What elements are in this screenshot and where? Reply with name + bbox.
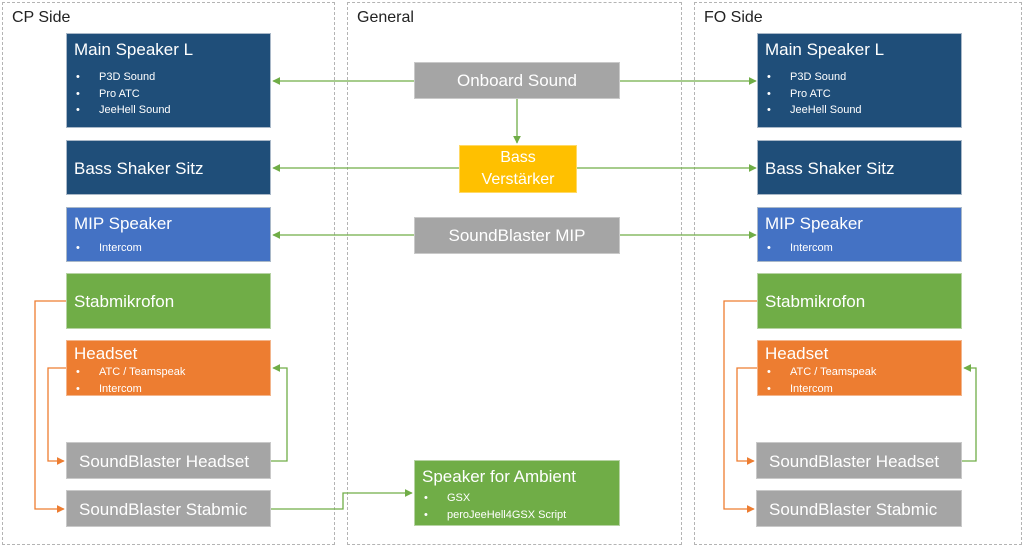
fo-main-speaker-list: P3D Sound Pro ATC JeeHell Sound (765, 69, 862, 119)
fo-mip-speaker-item: Intercom (765, 240, 833, 257)
cp-sb-stabmic-box: SoundBlaster Stabmic (66, 490, 271, 527)
fo-headset-item: Intercom (765, 381, 876, 398)
soundblaster-mip-title: SoundBlaster MIP (448, 225, 586, 245)
general-title: General (357, 9, 414, 26)
cp-mip-speaker-box: MIP Speaker Intercom (66, 207, 271, 262)
fo-mip-speaker-title: MIP Speaker (765, 214, 863, 233)
cp-stabmikrofon-title: Stabmikrofon (74, 292, 175, 311)
fo-main-speaker-item: P3D Sound (765, 69, 862, 86)
onboard-sound-title: Onboard Sound (456, 70, 578, 90)
ambient-speaker-box: Speaker for Ambient GSX peroJeeHell4GSX … (414, 460, 620, 526)
ambient-speaker-item: peroJeeHell4GSX Script (422, 507, 566, 524)
soundblaster-mip-box: SoundBlaster MIP (414, 217, 620, 254)
cp-side-title: CP Side (12, 9, 71, 26)
cp-headset-item: Intercom (74, 381, 185, 398)
cp-headset-list: ATC / Teamspeak Intercom (74, 364, 185, 397)
fo-stabmikrofon-box: Stabmikrofon (757, 273, 962, 329)
general-section (347, 2, 682, 545)
fo-side-title: FO Side (704, 9, 763, 26)
fo-sb-headset-box: SoundBlaster Headset (756, 442, 962, 479)
cp-main-speaker-item: Pro ATC (74, 86, 171, 103)
cp-sb-headset-title: SoundBlaster Headset (79, 452, 250, 471)
fo-main-speaker-title: Main Speaker L (765, 40, 885, 59)
fo-headset-box: Headset ATC / Teamspeak Intercom (757, 340, 962, 397)
cp-mip-speaker-item: Intercom (74, 240, 142, 257)
cp-main-speaker-item: P3D Sound (74, 69, 171, 86)
ambient-speaker-list: GSX peroJeeHell4GSX Script (422, 490, 566, 523)
ambient-speaker-title: Speaker for Ambient (422, 467, 577, 486)
cp-side-section (2, 2, 335, 545)
cp-headset-box: Headset ATC / Teamspeak Intercom (66, 340, 271, 397)
cp-mip-speaker-list: Intercom (74, 240, 142, 257)
fo-stabmikrofon-title: Stabmikrofon (765, 292, 866, 311)
fo-main-speaker-item: JeeHell Sound (765, 102, 862, 119)
cp-headset-title: Headset (74, 344, 138, 363)
cp-bass-shaker-title: Bass Shaker Sitz (74, 159, 204, 178)
bass-amp-title: Bass Verstärker (481, 149, 555, 188)
cp-sb-headset-box: SoundBlaster Headset (66, 442, 271, 479)
fo-bass-shaker-title: Bass Shaker Sitz (765, 159, 895, 178)
bass-amp-box: Bass Verstärker (459, 145, 577, 193)
fo-mip-speaker-list: Intercom (765, 240, 833, 257)
fo-side-section (694, 2, 1022, 545)
fo-sb-stabmic-box: SoundBlaster Stabmic (756, 490, 962, 527)
fo-headset-list: ATC / Teamspeak Intercom (765, 364, 876, 397)
fo-headset-item: ATC / Teamspeak (765, 364, 876, 381)
fo-bass-shaker-box: Bass Shaker Sitz (757, 140, 962, 195)
fo-main-speaker-box: Main Speaker L P3D Sound Pro ATC JeeHell… (757, 33, 962, 128)
cp-main-speaker-box: Main Speaker L P3D Sound Pro ATC JeeHell… (66, 33, 271, 128)
cp-main-speaker-item: JeeHell Sound (74, 102, 171, 119)
fo-mip-speaker-box: MIP Speaker Intercom (757, 207, 962, 262)
fo-headset-title: Headset (765, 344, 829, 363)
cp-bass-shaker-box: Bass Shaker Sitz (66, 140, 271, 195)
cp-mip-speaker-title: MIP Speaker (74, 214, 172, 233)
cp-sb-stabmic-title: SoundBlaster Stabmic (79, 500, 248, 519)
cp-headset-item: ATC / Teamspeak (74, 364, 185, 381)
cp-stabmikrofon-box: Stabmikrofon (66, 273, 271, 329)
cp-main-speaker-list: P3D Sound Pro ATC JeeHell Sound (74, 69, 171, 119)
fo-main-speaker-item: Pro ATC (765, 86, 862, 103)
fo-sb-headset-title: SoundBlaster Headset (769, 452, 940, 471)
fo-sb-stabmic-title: SoundBlaster Stabmic (769, 500, 938, 519)
onboard-sound-box: Onboard Sound (414, 62, 620, 99)
ambient-speaker-item: GSX (422, 490, 566, 507)
cp-main-speaker-title: Main Speaker L (74, 40, 194, 59)
